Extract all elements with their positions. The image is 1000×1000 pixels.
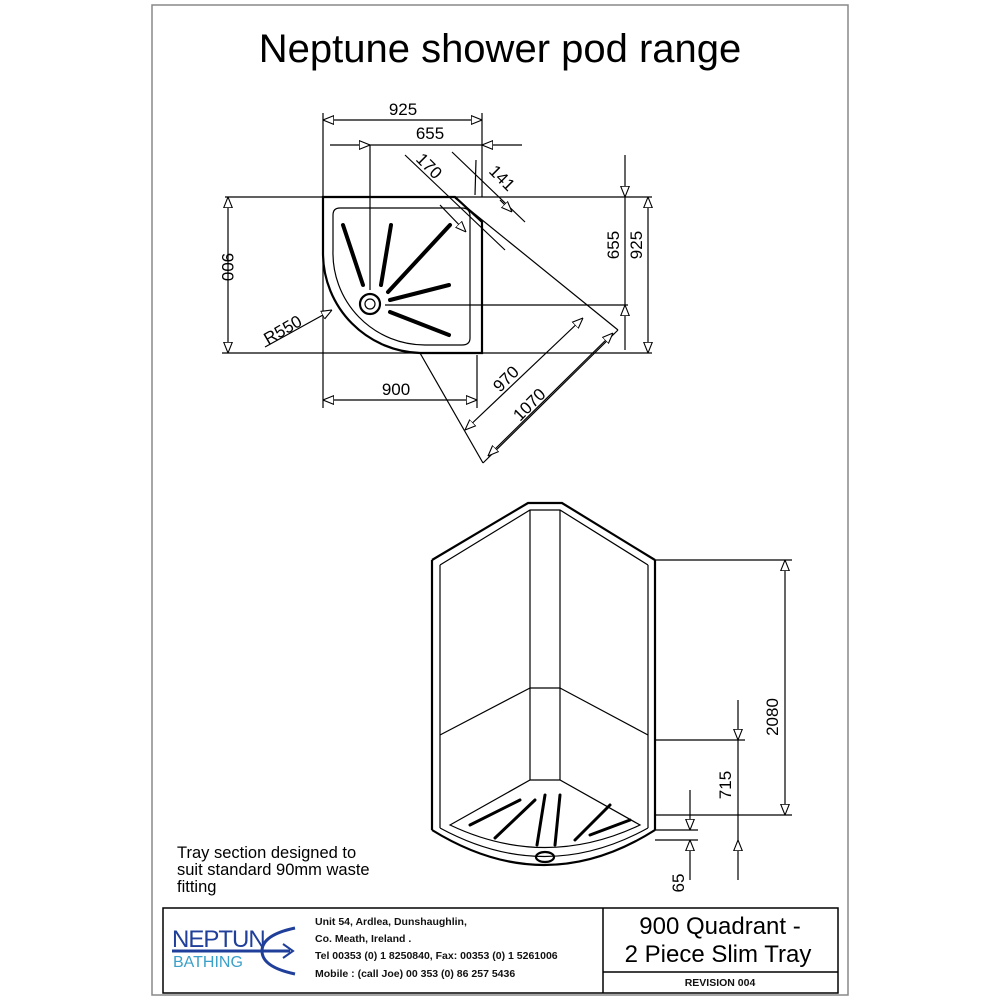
elevation-view: 2080 715 65 — [430, 501, 792, 893]
plan-view: 925 655 170 141 900 R550 655 925 900 970… — [218, 100, 652, 464]
note-line-1: Tray section designed to — [177, 844, 357, 862]
dim-170: 170 — [412, 149, 445, 182]
dim-width-925: 925 — [389, 100, 417, 119]
dim-height-65: 65 — [669, 874, 688, 893]
dim-height-715: 715 — [716, 771, 735, 799]
logo-subtext: BATHING — [173, 954, 243, 971]
dim-diag-970: 970 — [489, 362, 522, 395]
dim-depth-925: 925 — [627, 231, 646, 259]
drain-elevation — [534, 850, 556, 864]
dim-diag-1070: 1070 — [509, 385, 549, 425]
tray-front — [431, 829, 656, 867]
drain-circle — [358, 292, 382, 316]
dim-141: 141 — [485, 161, 518, 194]
note-line-3: fitting — [177, 878, 217, 896]
dim-width-bottom-900: 900 — [382, 380, 410, 399]
address-phone: Tel 00353 (0) 1 8250840, Fax: 00353 (0) … — [315, 950, 558, 962]
tray-ribs — [341, 223, 452, 337]
revision-label: REVISION 004 — [685, 977, 756, 989]
dim-radius: R550 — [261, 312, 306, 349]
product-name-line-1: 900 Quadrant - — [639, 913, 800, 940]
dim-depth-900: 900 — [218, 253, 237, 281]
dim-height-2080: 2080 — [763, 698, 782, 736]
drawing-title: Neptune shower pod range — [259, 27, 742, 71]
dim-width-655: 655 — [416, 124, 444, 143]
pod-top-edge — [431, 501, 656, 561]
dim-depth-655: 655 — [604, 231, 623, 259]
tray-inner — [332, 207, 471, 346]
product-name-line-2: 2 Piece Slim Tray — [625, 941, 812, 968]
tray-note: Tray section designed to suit standard 9… — [177, 845, 370, 896]
logo-text: NEPTUN — [172, 926, 265, 953]
note-line-2: suit standard 90mm waste — [177, 861, 370, 879]
address-line-1: Unit 54, Ardlea, Dunshaughlin, — [315, 916, 467, 928]
neptune-logo: NEPTUN BATHING — [172, 926, 296, 976]
sheet-border — [151, 4, 849, 996]
address-line-2: Co. Meath, Ireland . — [315, 933, 411, 945]
address-mobile: Mobile : (call Joe) 00 353 (0) 86 257 54… — [315, 968, 515, 980]
title-block: NEPTUN BATHING Unit 54, Ardlea, Dunshaug… — [162, 907, 839, 994]
